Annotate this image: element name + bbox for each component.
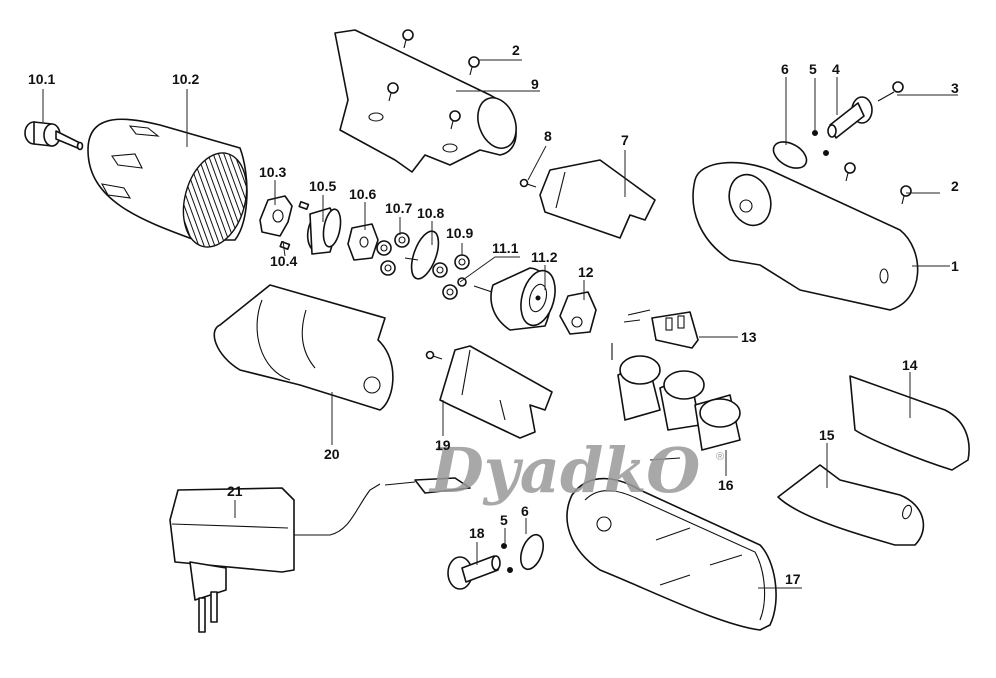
grip-cover-bottom-part [777, 464, 925, 546]
label-21: 21 [227, 483, 243, 499]
planet-gears-part [376, 232, 470, 300]
motor-cover-part [539, 159, 656, 239]
label-10-9: 10.9 [446, 225, 473, 241]
label-20: 20 [324, 446, 340, 462]
ring-gear-part [306, 207, 342, 255]
label-4: 4 [832, 61, 840, 77]
label-17: 17 [785, 571, 801, 587]
label-6-bottom: 6 [521, 503, 529, 519]
switch-carrier-part [439, 345, 553, 439]
label-10-8: 10.8 [417, 205, 444, 221]
gearbox-housing-part [213, 284, 394, 411]
planet-carrier-part [347, 223, 379, 261]
top-housing-part [334, 29, 517, 173]
watermark-registered-mark: ® [716, 451, 724, 463]
brush-holder-part [559, 291, 597, 335]
label-16: 16 [718, 477, 734, 493]
label-10-4: 10.4 [270, 253, 297, 269]
label-2-top: 2 [512, 42, 520, 58]
leader-lines [42, 59, 958, 589]
label-10-6: 10.6 [349, 186, 376, 202]
motor-part [473, 267, 556, 331]
handle-left-half-part [566, 477, 777, 631]
grip-cover-top-part [849, 375, 970, 471]
label-11-1: 11.1 [492, 240, 519, 256]
label-1: 1 [951, 258, 959, 274]
label-12: 12 [578, 264, 594, 280]
watermark: DyadkO ® [428, 434, 724, 507]
label-10-2: 10.2 [172, 71, 199, 87]
part-labels: 10.1 10.2 10.3 10.4 10.5 10.6 10.7 10.8 … [28, 42, 959, 587]
chuck-sleeve-part [87, 118, 248, 248]
handle-right-half-part [692, 161, 919, 311]
watermark-text: DyadkO [428, 434, 700, 507]
label-9: 9 [531, 76, 539, 92]
label-8: 8 [544, 128, 552, 144]
label-7: 7 [621, 132, 629, 148]
label-18: 18 [469, 525, 485, 541]
label-6-top: 6 [781, 61, 789, 77]
label-5-bottom: 5 [500, 512, 508, 528]
label-13: 13 [741, 329, 757, 345]
label-10-3: 10.3 [259, 164, 286, 180]
label-10-5: 10.5 [309, 178, 336, 194]
label-15: 15 [819, 427, 835, 443]
switch-module-part [623, 309, 699, 349]
label-19: 19 [435, 437, 451, 453]
label-10-1: 10.1 [28, 71, 55, 87]
label-3: 3 [951, 80, 959, 96]
label-14: 14 [902, 357, 918, 373]
charger-part [169, 477, 471, 633]
battery-pack-part [611, 343, 741, 461]
spindle-part [772, 96, 873, 169]
label-2-right: 2 [951, 178, 959, 194]
label-10-7: 10.7 [385, 200, 412, 216]
label-5-top: 5 [809, 61, 817, 77]
spindle-bottom-part [447, 533, 545, 590]
label-11-2: 11.2 [531, 249, 558, 265]
carrier-part [259, 195, 310, 250]
bit-holder-part [24, 121, 84, 151]
